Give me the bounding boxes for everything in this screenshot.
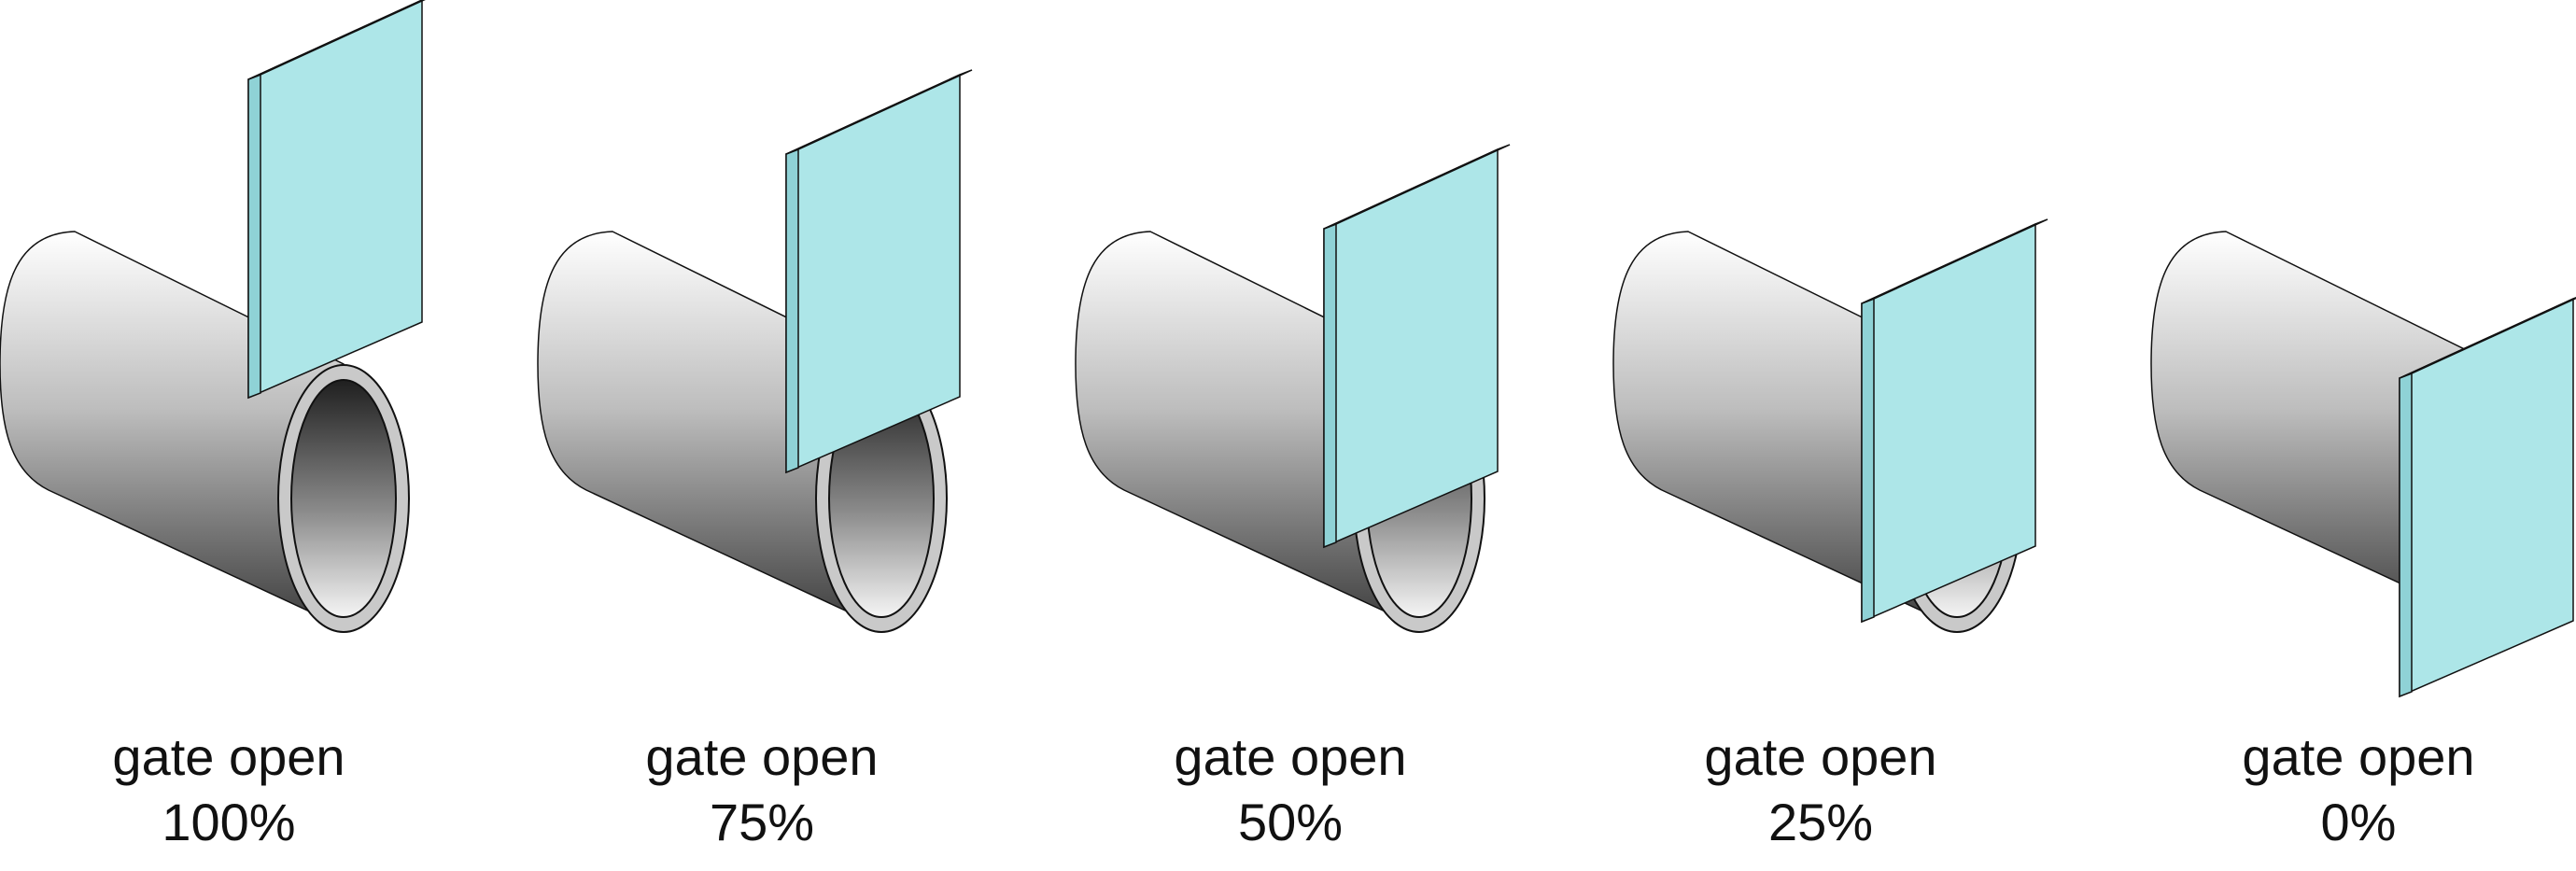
panel-gate-50: gate open 50%	[1075, 144, 1511, 851]
panel-gate-75: gate open 75%	[537, 69, 973, 851]
caption-percent: 25%	[1768, 793, 1873, 851]
panel-gate-100: gate open 100%	[0, 0, 426, 851]
caption-label: gate open	[645, 727, 878, 786]
panel-gate-25: gate open 25%	[1612, 218, 2048, 851]
pipe-bore	[290, 379, 397, 618]
gate-plate	[1861, 218, 2048, 624]
caption-label: gate open	[112, 727, 345, 786]
caption-percent: 0%	[2321, 793, 2397, 851]
caption-label: gate open	[1174, 727, 1406, 786]
panel-gate-0: gate open 0%	[2150, 231, 2576, 851]
caption-label: gate open	[2242, 727, 2474, 786]
gate-plate	[247, 0, 426, 400]
gate-plate	[2399, 297, 2576, 698]
caption-label: gate open	[1704, 727, 1936, 786]
caption-percent: 75%	[710, 793, 814, 851]
gate-plate	[1323, 144, 1511, 549]
gate-plate	[785, 69, 973, 474]
caption-percent: 100%	[162, 793, 295, 851]
caption-percent: 50%	[1238, 793, 1343, 851]
